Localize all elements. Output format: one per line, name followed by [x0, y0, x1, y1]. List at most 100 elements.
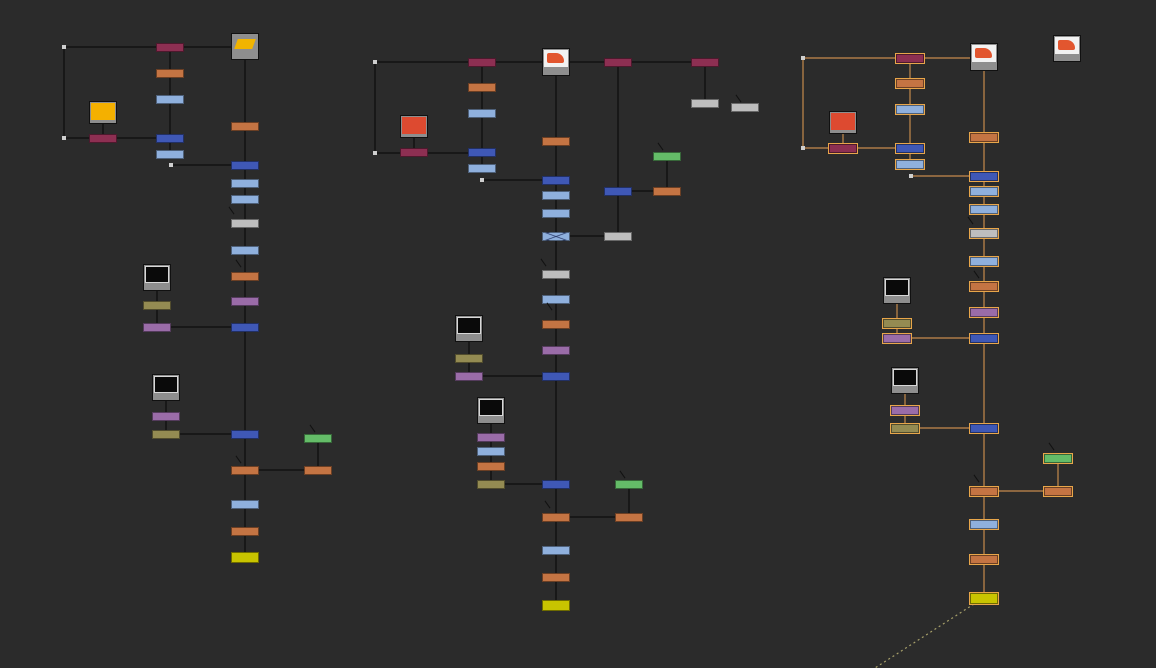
dot-node[interactable] [62, 136, 66, 140]
roto-node[interactable] [455, 353, 483, 363]
grade-node[interactable] [969, 553, 999, 565]
transform-node[interactable] [895, 103, 925, 115]
dot-node[interactable] [373, 151, 377, 155]
grade-node[interactable] [542, 319, 570, 329]
transform-node[interactable] [156, 149, 184, 159]
blur-node[interactable] [231, 296, 259, 306]
read-thumbnail-node[interactable] [883, 277, 911, 304]
roto-node[interactable] [477, 479, 505, 489]
read-node[interactable] [400, 147, 428, 157]
grade-node[interactable] [615, 512, 643, 522]
blur-node[interactable] [455, 371, 483, 381]
read-node[interactable] [691, 57, 719, 67]
grade-node[interactable] [156, 68, 184, 78]
grade-node[interactable] [231, 526, 259, 536]
dot-node[interactable] [373, 60, 377, 64]
roto-node[interactable] [890, 422, 920, 434]
read-node[interactable] [89, 133, 117, 143]
dissolve-node[interactable] [542, 231, 570, 241]
dot-node[interactable] [169, 163, 173, 167]
merge-node[interactable] [231, 322, 259, 332]
read-thumbnail-node[interactable] [970, 43, 998, 71]
keyer-node[interactable] [304, 433, 332, 443]
transform-node[interactable] [542, 545, 570, 555]
grade-node[interactable] [231, 465, 259, 475]
dot-node[interactable] [909, 174, 913, 178]
shuffle-node[interactable] [731, 102, 759, 112]
transform-node[interactable] [468, 163, 496, 173]
keyer-node[interactable] [653, 151, 681, 161]
read-thumbnail-node[interactable] [400, 115, 428, 138]
shuffle-node[interactable] [542, 269, 570, 279]
read-thumbnail-node[interactable] [89, 101, 117, 124]
read-thumbnail-node[interactable] [231, 33, 259, 60]
merge-node[interactable] [969, 332, 999, 344]
read-node[interactable] [828, 142, 858, 154]
transform-node[interactable] [969, 255, 999, 267]
keyer-node[interactable] [1043, 452, 1073, 464]
grade-node[interactable] [231, 121, 259, 131]
grade-node[interactable] [895, 77, 925, 89]
write-node[interactable] [969, 591, 999, 605]
dot-node[interactable] [480, 178, 484, 182]
blur-node[interactable] [890, 404, 920, 416]
grade-node[interactable] [969, 280, 999, 292]
blur-node[interactable] [542, 345, 570, 355]
read-thumbnail-node[interactable] [477, 397, 505, 424]
read-thumbnail-node[interactable] [829, 111, 857, 134]
read-node[interactable] [895, 52, 925, 64]
merge-node[interactable] [542, 175, 570, 185]
grade-node[interactable] [653, 186, 681, 196]
transform-node[interactable] [231, 245, 259, 255]
dot-node[interactable] [801, 146, 805, 150]
merge-node[interactable] [969, 422, 999, 434]
shuffle-node[interactable] [231, 218, 259, 228]
transform-node[interactable] [156, 94, 184, 104]
shuffle-node[interactable] [969, 227, 999, 239]
keyer-node[interactable] [615, 479, 643, 489]
read-thumbnail-node[interactable] [542, 48, 570, 76]
read-thumbnail-node[interactable] [143, 264, 171, 291]
transform-node[interactable] [468, 108, 496, 118]
read-thumbnail-node[interactable] [455, 315, 483, 342]
roto-node[interactable] [143, 300, 171, 310]
read-thumbnail-node[interactable] [1053, 35, 1081, 62]
blur-node[interactable] [143, 322, 171, 332]
merge-node[interactable] [231, 160, 259, 170]
grade-node[interactable] [477, 461, 505, 471]
blur-node[interactable] [969, 306, 999, 318]
grade-node[interactable] [468, 82, 496, 92]
shuffle-node[interactable] [604, 231, 632, 241]
write-node[interactable] [231, 551, 259, 563]
grade-node[interactable] [969, 131, 999, 143]
grade-node[interactable] [542, 136, 570, 146]
dot-node[interactable] [801, 56, 805, 60]
merge-node[interactable] [156, 133, 184, 143]
grade-node[interactable] [542, 512, 570, 522]
transform-node[interactable] [542, 294, 570, 304]
read-node[interactable] [468, 57, 496, 67]
grade-node[interactable] [542, 572, 570, 582]
transform-node[interactable] [231, 499, 259, 509]
merge-node[interactable] [604, 186, 632, 196]
blur-node[interactable] [152, 411, 180, 421]
grade-node[interactable] [969, 485, 999, 497]
blur-node[interactable] [477, 432, 505, 442]
merge-node[interactable] [895, 142, 925, 154]
transform-node[interactable] [477, 446, 505, 456]
merge-node[interactable] [542, 479, 570, 489]
read-node[interactable] [604, 57, 632, 67]
grade-node[interactable] [231, 271, 259, 281]
roto-node[interactable] [882, 317, 912, 329]
grade-node[interactable] [304, 465, 332, 475]
dot-node[interactable] [62, 45, 66, 49]
transform-node[interactable] [542, 208, 570, 218]
merge-node[interactable] [969, 170, 999, 182]
transform-node[interactable] [969, 203, 999, 215]
transform-node[interactable] [969, 185, 999, 197]
read-thumbnail-node[interactable] [152, 374, 180, 401]
transform-node[interactable] [895, 158, 925, 170]
read-node[interactable] [156, 42, 184, 52]
roto-node[interactable] [152, 429, 180, 439]
